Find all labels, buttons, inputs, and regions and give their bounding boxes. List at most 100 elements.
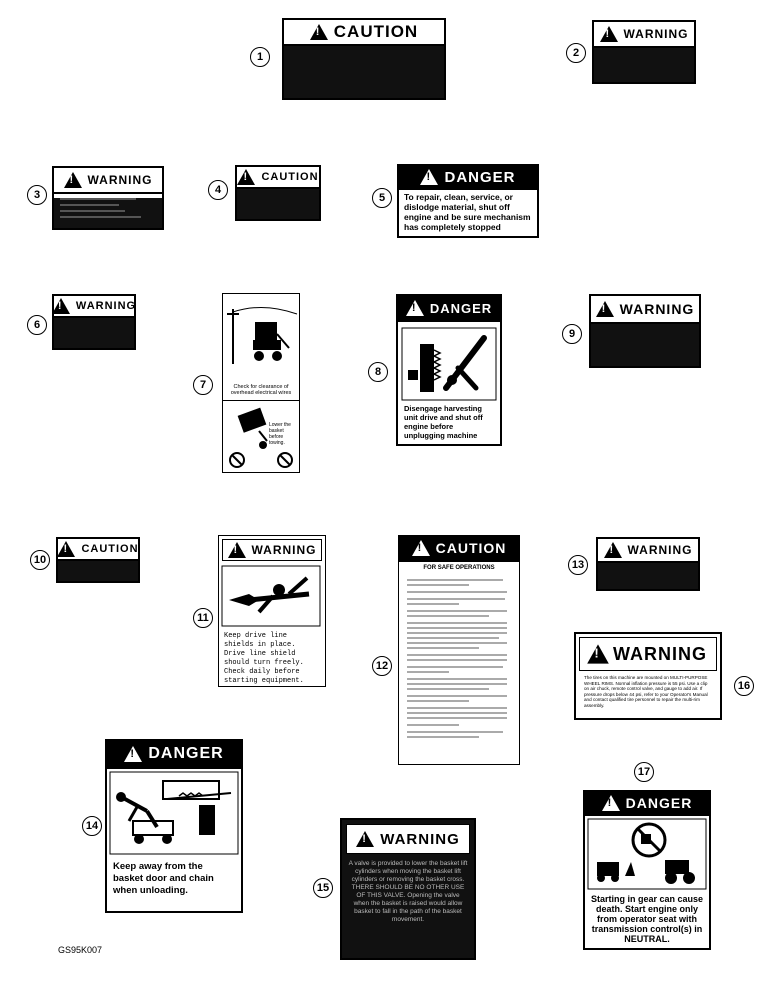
decal-body-text: The tires on this machine are mounted on… xyxy=(584,675,708,708)
decal-header: WARNING xyxy=(594,22,694,48)
decal-header-text: WARNING xyxy=(87,173,153,187)
decal-body-obscured xyxy=(284,46,444,98)
decal-header: DANGER xyxy=(107,741,241,769)
decal-11-warning: WARNING Keep drive line shields in place… xyxy=(218,535,326,687)
warning-triangle-icon xyxy=(405,300,424,316)
callout-17: 17 xyxy=(634,762,654,782)
callout-12: 12 xyxy=(372,656,392,676)
decal-header-text: CAUTION xyxy=(435,540,507,556)
decal-12-caution: CAUTION FOR SAFE OPERATIONS xyxy=(398,535,520,765)
overhead-wires-pictogram xyxy=(227,306,298,364)
entanglement-pictogram xyxy=(401,327,497,401)
figure-id: GS95K007 xyxy=(58,945,103,955)
decal-body-obscured xyxy=(54,318,134,348)
callout-8: 8 xyxy=(368,362,388,382)
decal-6-warning: WARNING xyxy=(52,294,136,350)
callout-14: 14 xyxy=(82,816,102,836)
decal-2-warning: WARNING xyxy=(592,20,696,84)
decal-header: DANGER xyxy=(398,296,500,322)
decal-header-text: DANGER xyxy=(148,745,224,762)
runover-pictogram xyxy=(587,818,707,890)
decal-header: WARNING xyxy=(579,637,717,671)
callout-7: 7 xyxy=(193,375,213,395)
decal-body-text: Starting in gear can cause death. Start … xyxy=(590,894,704,944)
decal-10-caution: CAUTION xyxy=(56,537,140,583)
warning-triangle-icon xyxy=(595,301,614,317)
decal-body-obscured xyxy=(598,563,698,589)
decal-header: WARNING xyxy=(598,539,698,563)
lower-basket-pictogram xyxy=(237,407,268,449)
warning-triangle-icon xyxy=(237,169,256,185)
pictogram-caption-bottom: Lower the basket before towing. xyxy=(269,422,291,446)
decal-header-text: WARNING xyxy=(613,643,707,664)
decal-3-warning: WARNING xyxy=(52,166,164,230)
decal-body-obscured xyxy=(54,198,162,228)
callout-16: 16 xyxy=(734,676,754,696)
decal-8-danger: DANGER Disengage harvesting unit drive a… xyxy=(396,294,502,446)
warning-triangle-icon xyxy=(587,644,609,664)
decal-header-text: WARNING xyxy=(619,301,695,317)
decal-header: DANGER xyxy=(585,792,709,816)
decal-body-text: A valve is provided to lower the basket … xyxy=(348,860,468,923)
decal-body-obscured xyxy=(58,561,138,581)
callout-5: 5 xyxy=(372,188,392,208)
warning-triangle-icon xyxy=(601,795,620,811)
decal-header-text: WARNING xyxy=(627,543,693,557)
warning-triangle-icon xyxy=(124,746,143,762)
decal-17-danger: DANGER Starting in gear can cause death.… xyxy=(583,790,711,950)
decal-header-text: CAUTION xyxy=(81,543,139,555)
decal-header-text: WARNING xyxy=(251,543,317,557)
callout-6: 6 xyxy=(27,315,47,335)
decal-14-danger: DANGER Keep away from the basket door an… xyxy=(105,739,243,913)
callout-1: 1 xyxy=(250,47,270,67)
decal-header: DANGER xyxy=(399,166,537,190)
decal-body-obscured xyxy=(594,48,694,82)
warning-triangle-icon xyxy=(227,542,246,558)
callout-15: 15 xyxy=(313,878,333,898)
warning-triangle-icon xyxy=(58,541,76,557)
callout-2: 2 xyxy=(566,43,586,63)
decal-header-text: CAUTION xyxy=(261,171,319,183)
callout-4: 4 xyxy=(208,180,228,200)
decal-16-warning: WARNING The tires on this machine are mo… xyxy=(574,632,722,720)
decal-header: CAUTION xyxy=(399,536,519,562)
prohibition-icons xyxy=(229,452,293,468)
callout-9: 9 xyxy=(562,324,582,344)
decal-header-text: DANGER xyxy=(429,300,493,316)
decal-body-text: To repair, clean, service, or dislodge m… xyxy=(404,192,531,232)
decal-header: CAUTION xyxy=(58,539,138,561)
decal-header-text: DANGER xyxy=(444,168,516,186)
decal-1-caution: CAUTION xyxy=(282,18,446,100)
decal-13-warning: WARNING xyxy=(596,537,700,591)
warning-triangle-icon xyxy=(309,24,328,40)
basket-door-pictogram xyxy=(109,771,239,855)
decal-body-text: Keep away from the basket door and chain… xyxy=(113,861,214,896)
decal-7-pictorial: Check for clearance of overhead electric… xyxy=(222,293,300,473)
decal-header-text: WARNING xyxy=(623,27,689,41)
decal-header-text: CAUTION xyxy=(333,22,419,41)
decal-body-text: Disengage harvesting unit drive and shut… xyxy=(404,404,483,440)
warning-triangle-icon xyxy=(356,831,375,847)
decal-header: WARNING xyxy=(346,824,470,854)
decal-header: WARNING xyxy=(54,296,134,318)
warning-triangle-icon xyxy=(420,169,439,185)
decal-body-obscured xyxy=(591,324,699,366)
decal-header-text: WARNING xyxy=(380,830,460,848)
decal-header: WARNING xyxy=(222,539,322,561)
callout-13: 13 xyxy=(568,555,588,575)
decal-header: WARNING xyxy=(591,296,699,324)
decal-header: CAUTION xyxy=(237,167,319,189)
decal-4-caution: CAUTION xyxy=(235,165,321,221)
decal-5-danger: DANGER To repair, clean, service, or dis… xyxy=(397,164,539,238)
decal-header: CAUTION xyxy=(284,20,444,46)
warning-triangle-icon xyxy=(54,298,70,314)
warning-triangle-icon xyxy=(411,540,430,556)
decal-subheader: FOR SAFE OPERATIONS xyxy=(423,565,495,571)
callout-3: 3 xyxy=(27,185,47,205)
fine-print-list xyxy=(407,579,507,738)
callout-10: 10 xyxy=(30,550,50,570)
decal-header-text: WARNING xyxy=(75,300,136,312)
warning-triangle-icon xyxy=(603,542,622,558)
decal-body-text: Keep drive line shields in place. Drive … xyxy=(224,632,304,685)
pictogram-caption-top: Check for clearance of overhead electric… xyxy=(230,384,292,396)
